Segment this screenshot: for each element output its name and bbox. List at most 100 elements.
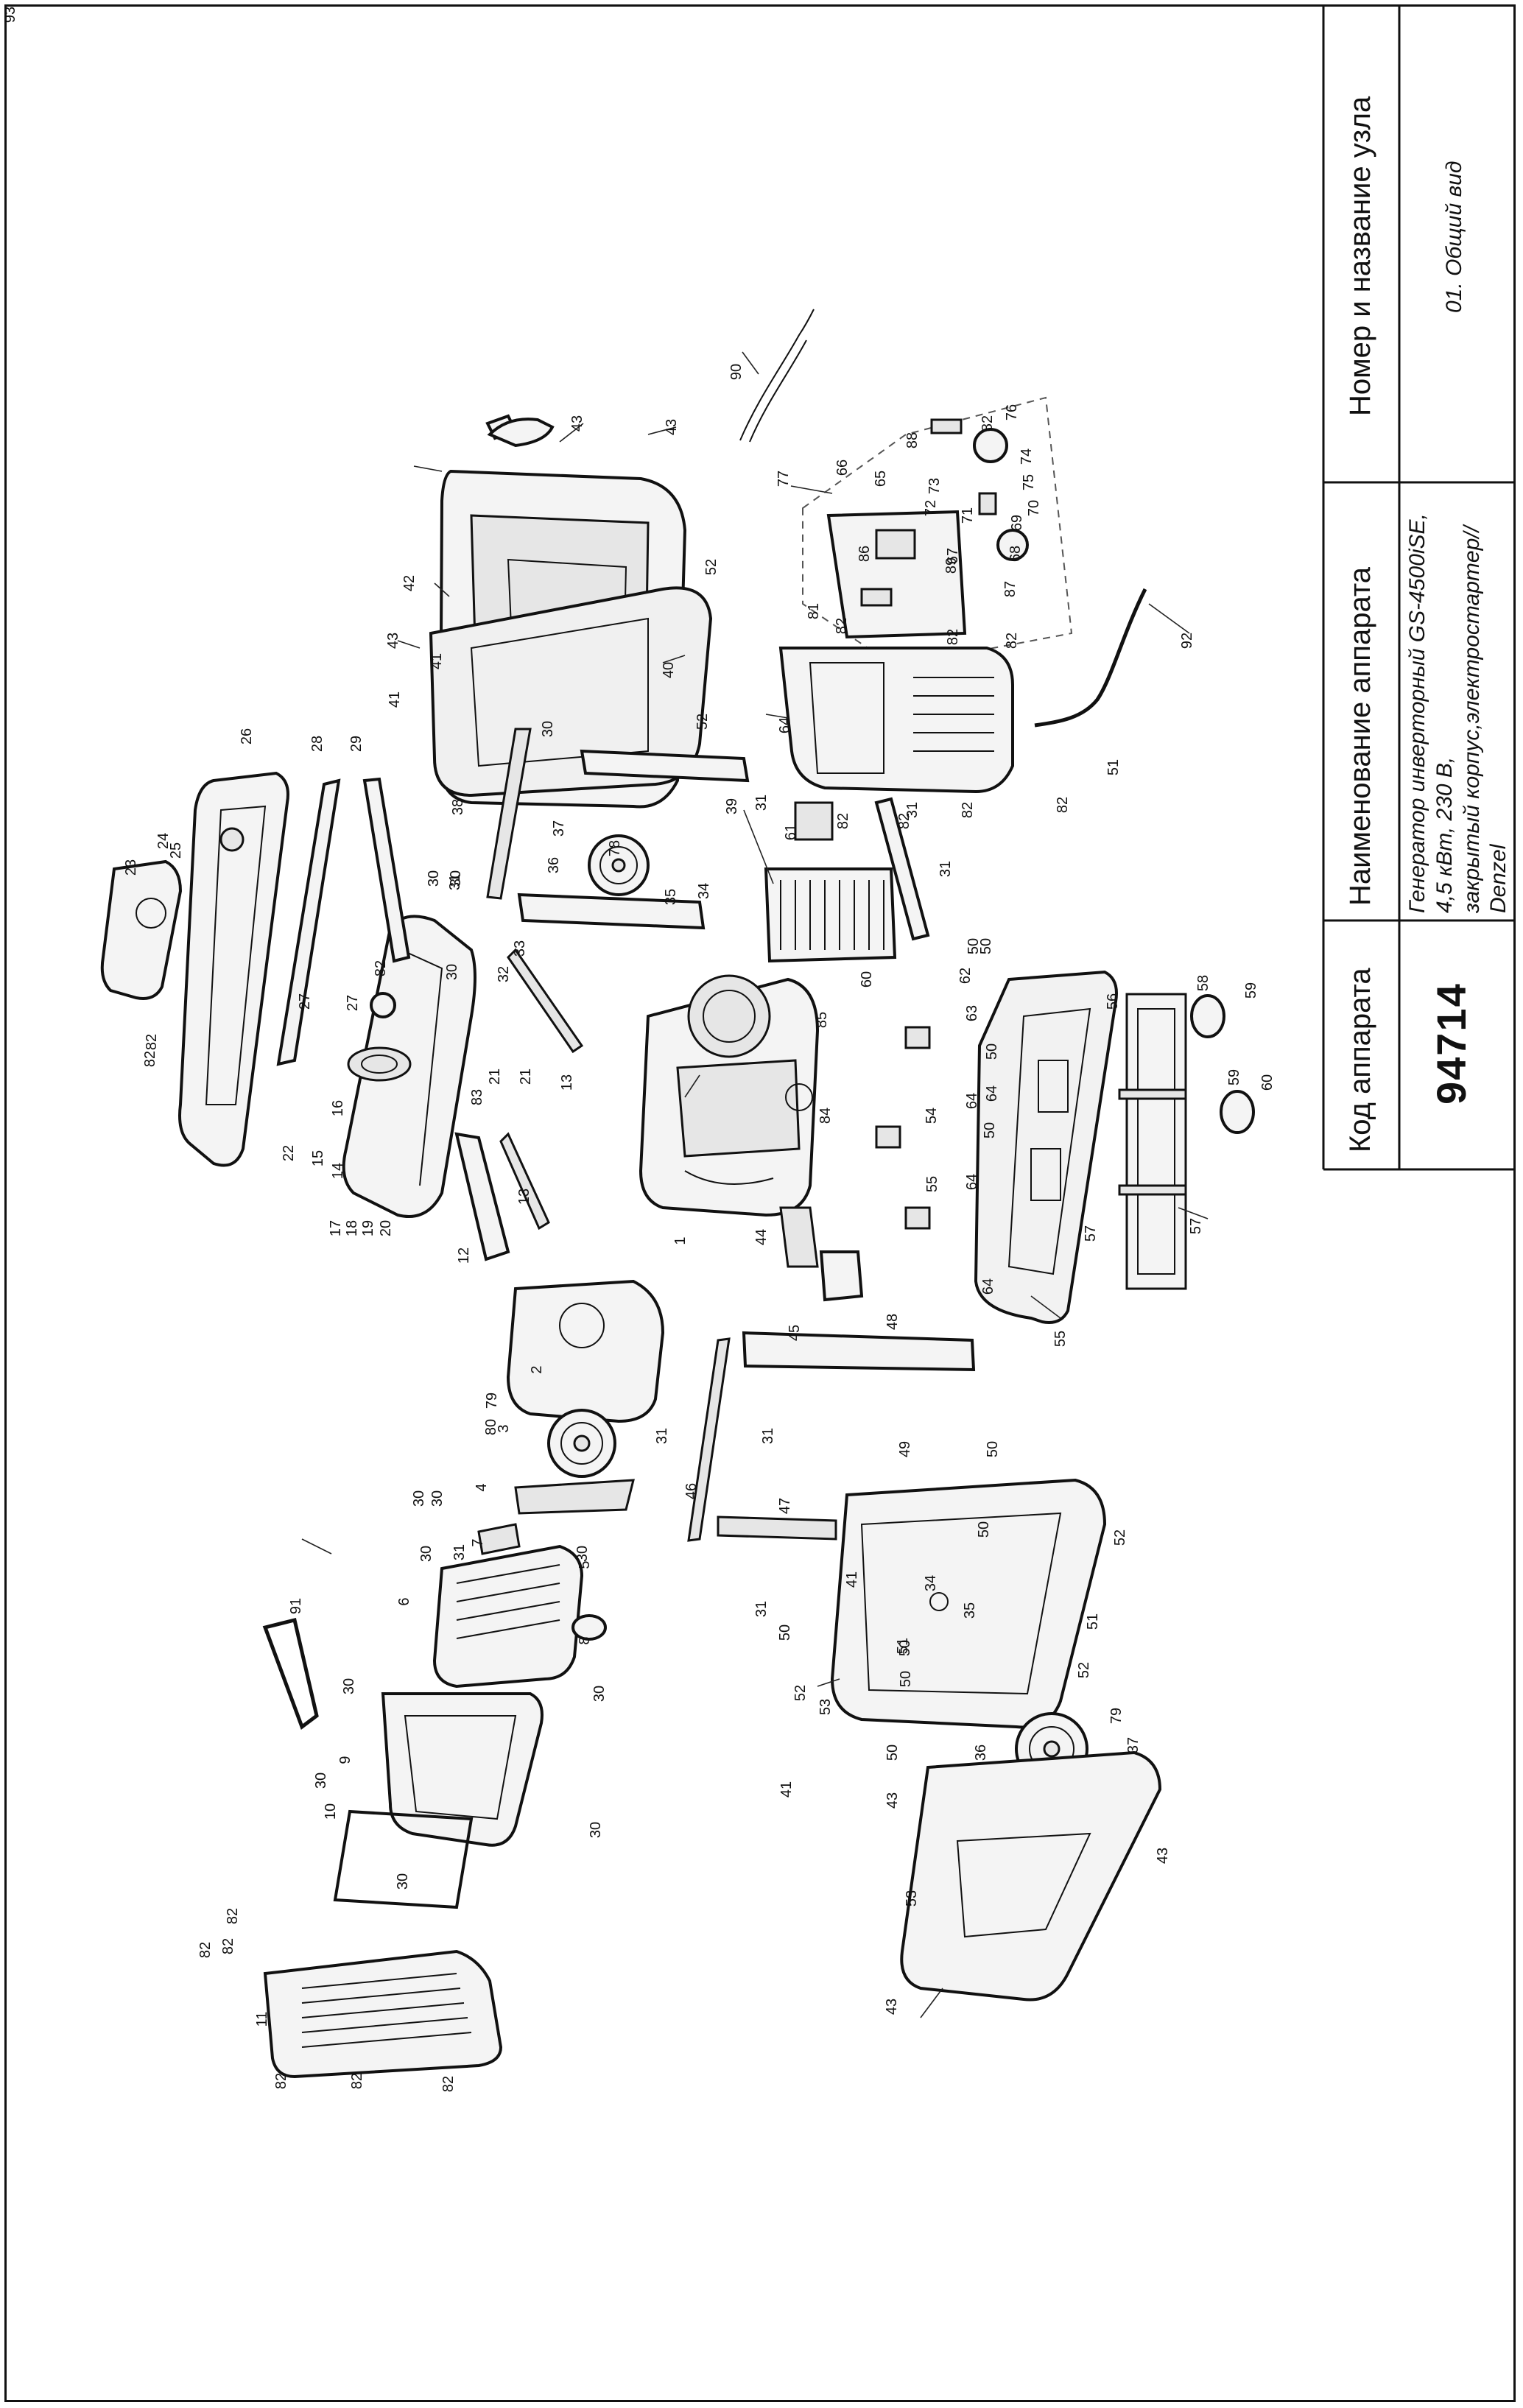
callout-23: 23 xyxy=(123,859,139,876)
callout-88: 88 xyxy=(904,432,921,448)
callout-46: 46 xyxy=(683,1483,700,1499)
callout-90: 90 xyxy=(728,364,745,380)
callout-59: 59 xyxy=(1226,1069,1242,1085)
bracket-33 xyxy=(517,893,706,930)
callout-61: 61 xyxy=(783,824,799,840)
callout-35: 35 xyxy=(962,1602,978,1619)
callout-57: 57 xyxy=(1083,1225,1099,1242)
callout-82: 82 xyxy=(834,618,850,634)
callout-39: 39 xyxy=(724,798,740,814)
callout-79: 79 xyxy=(484,1393,500,1409)
lower-frame-53 xyxy=(830,1478,1107,1729)
callout-8: 8 xyxy=(577,1636,593,1644)
callout-37: 37 xyxy=(1125,1737,1142,1753)
name-line-1: Генератор инверторный GS-4500iSE, xyxy=(1405,513,1429,913)
callout-42: 42 xyxy=(401,575,418,591)
callout-7: 7 xyxy=(470,1538,486,1546)
node-value: 01. Общий вид xyxy=(1442,161,1466,313)
mount-55b xyxy=(904,1206,931,1230)
callout-15: 15 xyxy=(310,1150,326,1166)
callout-24: 24 xyxy=(155,833,172,849)
base-frame-56 xyxy=(974,970,1118,1324)
callout-58: 58 xyxy=(1195,975,1211,991)
callout-82: 82 xyxy=(220,1938,236,1954)
callout-25: 25 xyxy=(168,842,184,859)
callout-35: 35 xyxy=(663,889,679,905)
callout-66: 66 xyxy=(834,460,851,476)
bar-38 xyxy=(486,728,532,900)
callout-86: 86 xyxy=(857,546,873,562)
callout-52: 52 xyxy=(1076,1662,1092,1678)
callout-32: 32 xyxy=(496,966,512,982)
callout-87: 87 xyxy=(1002,581,1019,597)
fan-3 xyxy=(547,1409,616,1478)
callout-2: 2 xyxy=(529,1365,545,1373)
callout-80: 80 xyxy=(483,1419,499,1435)
callout-82: 82 xyxy=(896,813,912,829)
callout-74: 74 xyxy=(1019,448,1035,465)
name-line-3: закрытый корпус,электростартер// xyxy=(1460,526,1484,913)
bracket-7 xyxy=(477,1523,521,1555)
callout-50: 50 xyxy=(984,1043,1000,1060)
callout-30: 30 xyxy=(429,1490,446,1507)
callout-70: 70 xyxy=(1026,500,1042,516)
side-panel-65 xyxy=(778,647,1014,794)
callout-31: 31 xyxy=(904,802,921,818)
callout-43: 43 xyxy=(664,419,680,435)
callout-30: 30 xyxy=(426,870,442,887)
tube-12 xyxy=(454,1132,510,1261)
callout-21: 21 xyxy=(518,1069,534,1085)
callout-3: 3 xyxy=(496,1424,512,1432)
callout-43: 43 xyxy=(884,1792,901,1809)
callout-30: 30 xyxy=(588,1822,604,1838)
callout-22: 22 xyxy=(281,1145,297,1161)
callout-30: 30 xyxy=(574,1546,591,1562)
callout-82: 82 xyxy=(197,1942,214,1958)
callout-89: 89 xyxy=(943,557,960,574)
callout-31: 31 xyxy=(938,861,954,877)
callout-53: 53 xyxy=(904,1890,920,1907)
callout-48: 48 xyxy=(884,1314,901,1330)
panel-23 xyxy=(100,859,183,1000)
callout-82: 82 xyxy=(1055,797,1071,813)
callout-31: 31 xyxy=(753,1601,770,1617)
callout-41: 41 xyxy=(429,653,445,669)
callout-64: 64 xyxy=(964,1093,980,1109)
callout-30: 30 xyxy=(448,870,464,887)
title-block-frame xyxy=(1322,7,1516,1171)
bracket-63 xyxy=(874,797,930,941)
foot-59-top xyxy=(1190,994,1225,1038)
callout-81: 81 xyxy=(806,603,822,619)
callout-82: 82 xyxy=(440,2076,457,2092)
callout-13: 13 xyxy=(559,1074,575,1091)
callout-11: 11 xyxy=(254,2012,270,2027)
code-header: Код аппарата xyxy=(1344,968,1376,1152)
callout-60: 60 xyxy=(859,971,875,988)
callout-31: 31 xyxy=(753,795,770,811)
callout-82: 82 xyxy=(960,802,976,818)
callout-67: 67 xyxy=(945,548,961,564)
callout-79: 79 xyxy=(1108,1708,1125,1724)
callout-10: 10 xyxy=(323,1803,339,1820)
callout-40: 40 xyxy=(661,662,677,678)
name-header: Наименование аппарата xyxy=(1344,567,1376,906)
callout-36: 36 xyxy=(973,1745,989,1761)
fan-cover-2 xyxy=(506,1279,665,1423)
callout-30: 30 xyxy=(444,964,460,980)
callout-82: 82 xyxy=(273,2073,289,2089)
side-cover-54 xyxy=(900,1750,1162,2002)
callout-33: 33 xyxy=(512,940,528,957)
callout-50: 50 xyxy=(985,1441,1001,1457)
callout-91: 91 xyxy=(288,1598,304,1614)
callout-82: 82 xyxy=(1004,633,1020,649)
callout-34: 34 xyxy=(696,883,712,899)
bracket-48 xyxy=(717,1515,837,1541)
callout-49: 49 xyxy=(897,1441,913,1457)
callout-27: 27 xyxy=(345,995,361,1011)
callout-47: 47 xyxy=(777,1498,793,1514)
callout-31: 31 xyxy=(451,1544,468,1560)
callout-30: 30 xyxy=(341,1678,357,1694)
fuel-cap-83 xyxy=(370,992,396,1018)
